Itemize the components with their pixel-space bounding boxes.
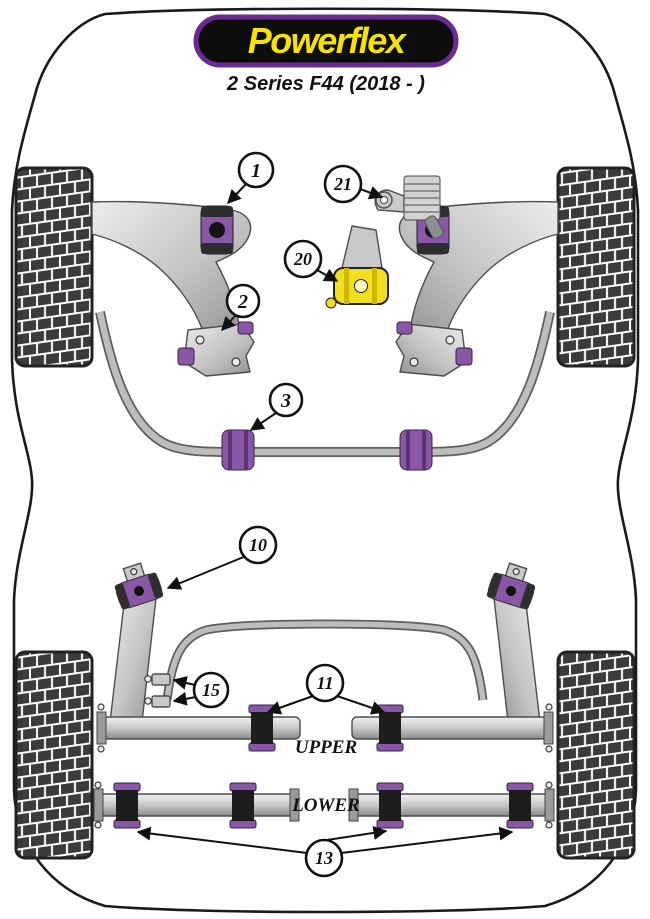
svg-text:3: 3 xyxy=(280,390,291,412)
callout-1: 1 xyxy=(237,151,275,189)
front-arm-bush-1 xyxy=(200,205,234,255)
arrow-to-part-15a xyxy=(172,676,196,690)
arrow-to-part-10 xyxy=(166,555,247,590)
arrow-to-part-20 xyxy=(316,268,339,282)
svg-text:21: 21 xyxy=(333,174,352,194)
arb-link-fittings-15 xyxy=(144,673,171,708)
front-right-tire xyxy=(556,166,636,368)
callouts: 1 21 20 2 3 10 15 11 xyxy=(192,151,363,878)
lower-arm-bushes-13 xyxy=(113,782,534,829)
arrow-to-part-2 xyxy=(221,314,237,332)
rear-right-trailing-arm xyxy=(486,562,541,723)
arrow-to-part-11b xyxy=(336,695,386,715)
svg-text:1: 1 xyxy=(251,160,261,182)
svg-text:10: 10 xyxy=(249,535,267,555)
front-right-knuckle xyxy=(395,321,473,377)
callout-10: 10 xyxy=(238,525,278,565)
callout-13: 13 xyxy=(304,838,344,878)
front-left-tire xyxy=(14,166,94,368)
front-suspension xyxy=(91,175,559,471)
svg-text:20: 20 xyxy=(293,249,312,269)
arrow-to-part-1 xyxy=(227,182,248,205)
arrow-to-part-15b xyxy=(172,691,197,706)
rear-suspension: UPPER xyxy=(93,562,555,829)
arrow-to-part-13b xyxy=(326,825,388,841)
powerflex-logo-badge xyxy=(193,14,459,68)
callout-arrows xyxy=(136,182,514,854)
svg-text:2: 2 xyxy=(237,291,248,313)
front-anti-roll-bar xyxy=(95,310,555,457)
front-arb-bushes-3 xyxy=(221,429,433,471)
tires xyxy=(14,166,636,860)
svg-text:13: 13 xyxy=(315,848,333,868)
front-left-knuckle xyxy=(177,321,255,377)
callout-20: 20 xyxy=(283,239,323,279)
model-title: 2 Series F44 (2018 - ) xyxy=(226,73,425,95)
callout-2: 2 xyxy=(225,283,261,319)
rear-upper-arms: UPPER xyxy=(96,703,554,758)
powerflex-logo-text: Powerflex xyxy=(248,20,408,61)
callout-15: 15 xyxy=(192,671,230,709)
header: Powerflex 2 Series F44 (2018 - ) xyxy=(193,14,459,95)
rear-left-trailing-arm xyxy=(109,562,164,723)
arrow-to-part-11a xyxy=(266,695,314,715)
engine-mount-20 xyxy=(325,225,389,309)
callout-3: 3 xyxy=(268,382,304,418)
lower-label: LOWER xyxy=(291,795,360,816)
upper-arm-bush-left-11 xyxy=(248,704,276,752)
arrow-to-part-13c xyxy=(340,826,514,854)
torque-arm-mount-21 xyxy=(374,175,444,239)
rear-lower-arms: LOWER xyxy=(93,781,555,829)
rear-right-tire xyxy=(556,650,636,860)
rear-left-tire xyxy=(14,650,94,860)
svg-text:11: 11 xyxy=(316,673,333,693)
callout-21: 21 xyxy=(323,164,363,204)
arrow-to-part-13a xyxy=(136,826,308,854)
callout-11: 11 xyxy=(305,663,345,703)
svg-text:15: 15 xyxy=(202,680,220,700)
arrow-to-part-21 xyxy=(359,186,384,200)
car-body-outline xyxy=(10,7,640,914)
upper-label: UPPER xyxy=(295,737,357,758)
rear-anti-roll-bar xyxy=(162,619,488,701)
arrow-to-part-3 xyxy=(249,412,277,431)
front-left-assembly xyxy=(91,200,255,377)
